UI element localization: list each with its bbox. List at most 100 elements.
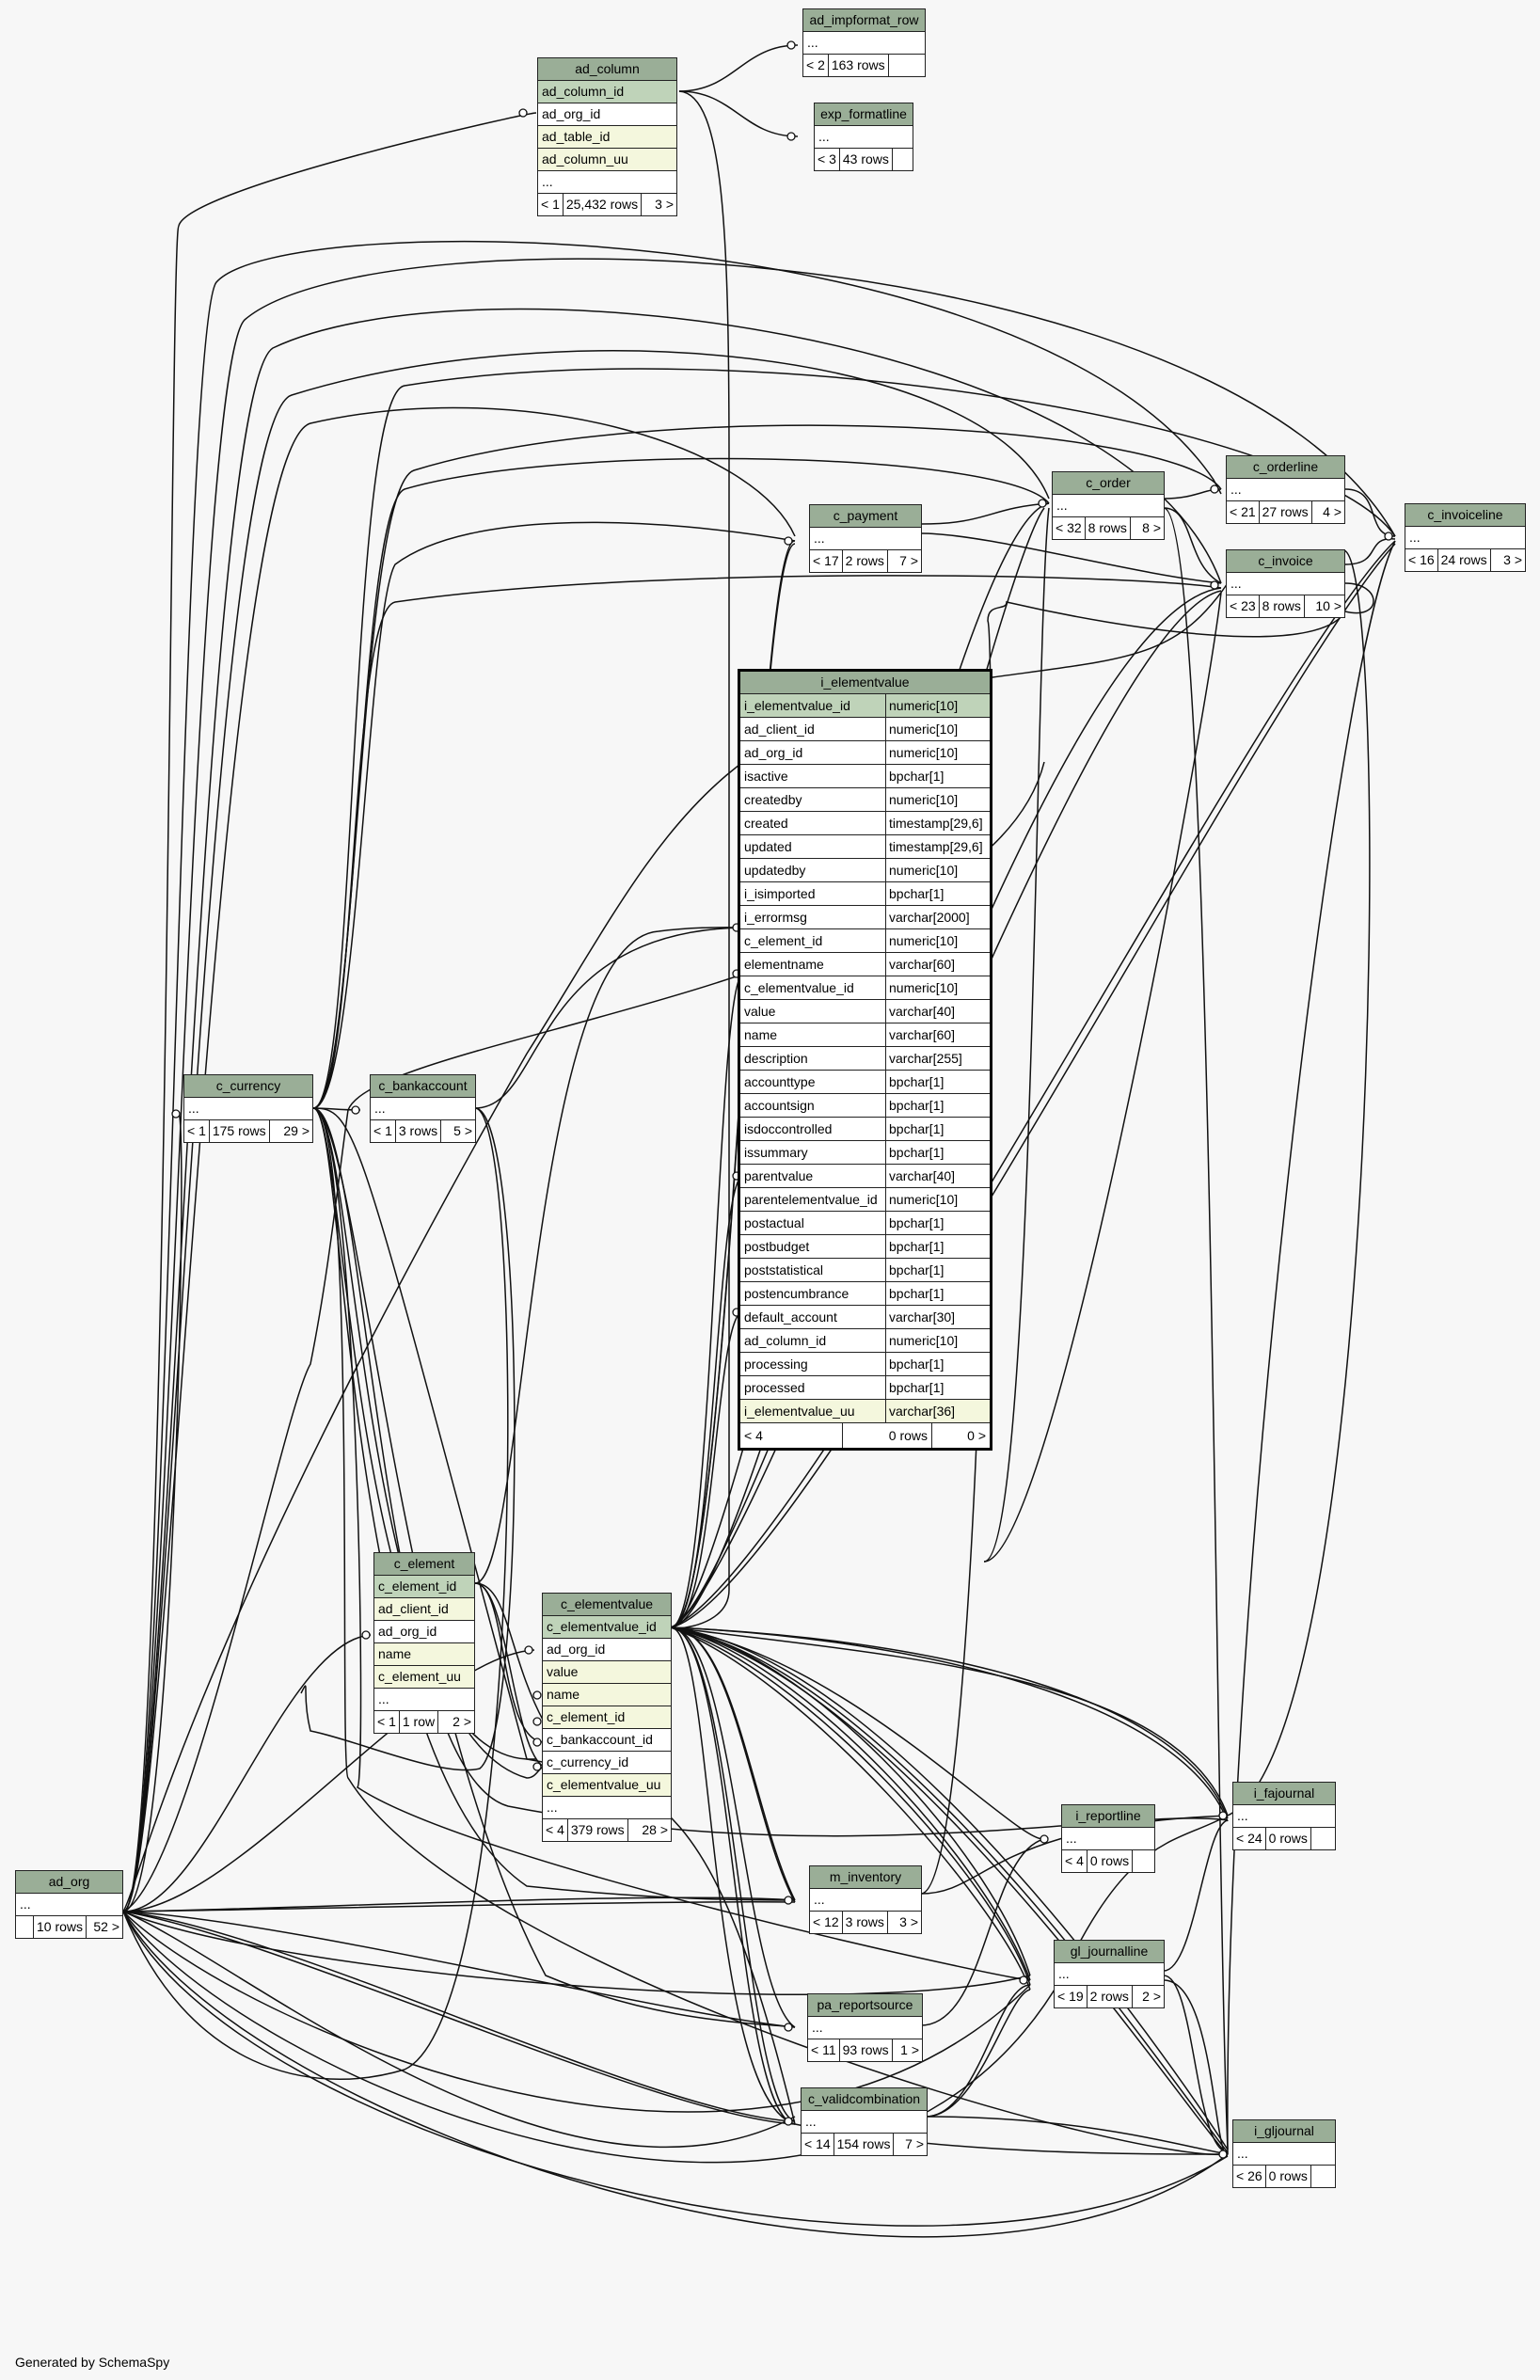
table-header: c_element [374,1553,474,1576]
children-count [1311,2166,1335,2187]
column-type: bpchar[1] [889,1121,945,1136]
parents-count[interactable]: < 2 [803,55,829,76]
column-name: elementname [740,953,886,976]
parents-count[interactable]: < 19 [1055,1986,1088,2007]
table-c-order[interactable]: c_order ... < 32 8 rows 8 > [1052,471,1165,540]
parents-count[interactable]: < 14 [802,2134,834,2155]
children-count[interactable]: 0 > [967,1428,986,1443]
table-pa-reportsource[interactable]: pa_reportsource ... < 11 93 rows 1 > [807,1993,923,2062]
parents-count[interactable]: < 21 [1227,501,1260,523]
parents-count[interactable]: < 4 [1062,1850,1088,1872]
children-count[interactable]: 8 > [1142,520,1161,535]
parents-count[interactable]: < 1 [371,1120,396,1142]
table-gl-journalline[interactable]: gl_journalline ... < 19 2 rows 2 > [1054,1940,1165,2008]
children-count[interactable]: 7 > [905,2136,924,2151]
children-count[interactable]: 5 > [453,1123,472,1138]
row-count: 8 rows [1260,595,1305,617]
parents-count[interactable]: < 23 [1227,595,1260,617]
children-count[interactable]: 3 > [1503,552,1522,567]
column-name: processing [740,1353,886,1375]
column-name: c_element_id [740,929,886,952]
table-c-element[interactable]: c_element c_element_id ad_client_id ad_o… [373,1552,475,1734]
children-count[interactable]: 28 > [642,1822,668,1837]
table-ad-impformat-row[interactable]: ad_impformat_row ... < 2 163 rows [802,8,926,77]
children-count[interactable]: 3 > [655,197,674,212]
table-footer: < 32 8 rows 8 > [1053,517,1164,539]
parents-count[interactable]: < 1 [538,194,564,215]
table-header: m_inventory [810,1866,921,1889]
row-count: 27 rows [1260,501,1312,523]
parents-count[interactable]: < 1 [374,1711,400,1733]
children-count[interactable]: 4 > [1323,504,1342,519]
parents-count[interactable]: < 3 [815,149,840,170]
children-count[interactable]: 3 > [899,1914,918,1929]
table-c-validcombination[interactable]: c_validcombination ... < 14 154 rows 7 > [801,2087,928,2156]
column-name: postencumbrance [740,1282,886,1305]
table-c-invoiceline[interactable]: c_invoiceline ... < 16 24 rows 3 > [1405,503,1526,572]
column-row: ... [374,1689,474,1711]
column-name: poststatistical [740,1259,886,1281]
parents-count[interactable]: < 24 [1233,1828,1266,1849]
children-count[interactable]: 2 > [452,1714,471,1729]
row-count: 93 rows [840,2039,893,2061]
parents-count[interactable]: < 11 [808,2039,840,2061]
children-count [1311,1828,1335,1849]
table-c-bankaccount[interactable]: c_bankaccount ... < 1 3 rows 5 > [370,1074,476,1143]
column-type: numeric[10] [889,792,959,807]
column-name: isdoccontrolled [740,1118,886,1140]
column-row: ... [810,1889,921,1912]
table-footer: < 16 24 rows 3 > [1405,549,1525,571]
table-c-invoice[interactable]: c_invoice ... < 23 8 rows 10 > [1226,549,1345,618]
table-i-fajournal[interactable]: i_fajournal ... < 24 0 rows [1232,1782,1336,1850]
table-ad-org[interactable]: ad_org ... 10 rows 52 > [15,1870,123,1939]
column-name: createdby [740,788,886,811]
row-count: 0 rows [1088,1850,1134,1872]
table-m-inventory[interactable]: m_inventory ... < 12 3 rows 3 > [809,1865,922,1934]
table-exp-formatline[interactable]: exp_formatline ... < 3 43 rows [814,103,913,171]
children-count[interactable]: 7 > [899,553,918,568]
children-count[interactable]: 52 > [93,1919,119,1934]
table-footer: < 21 27 rows 4 > [1227,501,1344,523]
table-c-payment[interactable]: c_payment ... < 17 2 rows 7 > [809,504,922,573]
table-c-elementvalue[interactable]: c_elementvalue c_elementvalue_id ad_org_… [542,1593,672,1842]
children-count[interactable]: 29 > [283,1123,310,1138]
children-count[interactable]: 10 > [1315,598,1342,613]
table-header: gl_journalline [1055,1941,1164,1963]
parents-count[interactable]: < 16 [1405,549,1438,571]
generated-by-label: Generated by SchemaSpy [15,2355,170,2370]
children-count[interactable]: 2 > [1142,1989,1161,2004]
parents-count[interactable]: < 26 [1233,2166,1266,2187]
column-row: ... [1227,573,1344,595]
table-ad-column[interactable]: ad_column ad_column_id ad_org_id ad_tabl… [537,57,677,216]
table-header: c_bankaccount [371,1075,475,1098]
table-i-gljournal[interactable]: i_gljournal ... < 26 0 rows [1232,2119,1336,2188]
row-count: 8 rows [1086,517,1131,539]
table-c-currency[interactable]: c_currency ... < 1 175 rows 29 > [183,1074,313,1143]
column-type: timestamp[29,6] [889,839,983,854]
column-row: ... [1233,1805,1335,1828]
table-footer: < 17 2 rows 7 > [810,550,921,572]
table-footer: 10 rows 52 > [16,1916,122,1938]
parents-count[interactable]: < 17 [810,550,843,572]
parents-count[interactable]: < 4 [740,1423,843,1448]
parents-count[interactable]: < 4 [543,1819,568,1841]
column-row: c_elementvalue_uu [543,1774,671,1797]
column-type: numeric[10] [889,1333,959,1348]
children-count[interactable]: 1 > [900,2042,919,2057]
table-i-reportline[interactable]: i_reportline ... < 4 0 rows [1061,1804,1155,1873]
parents-count[interactable]: < 1 [184,1120,210,1142]
column-type: varchar[40] [889,1168,956,1183]
table-c-orderline[interactable]: c_orderline ... < 21 27 rows 4 > [1226,455,1345,524]
parents-count[interactable]: < 32 [1053,517,1086,539]
column-row: ... [543,1797,671,1819]
column-row: ... [1227,479,1344,501]
row-count: 2 rows [843,550,888,572]
parents-count[interactable]: < 12 [810,1912,843,1933]
table-header: exp_formatline [815,103,913,126]
